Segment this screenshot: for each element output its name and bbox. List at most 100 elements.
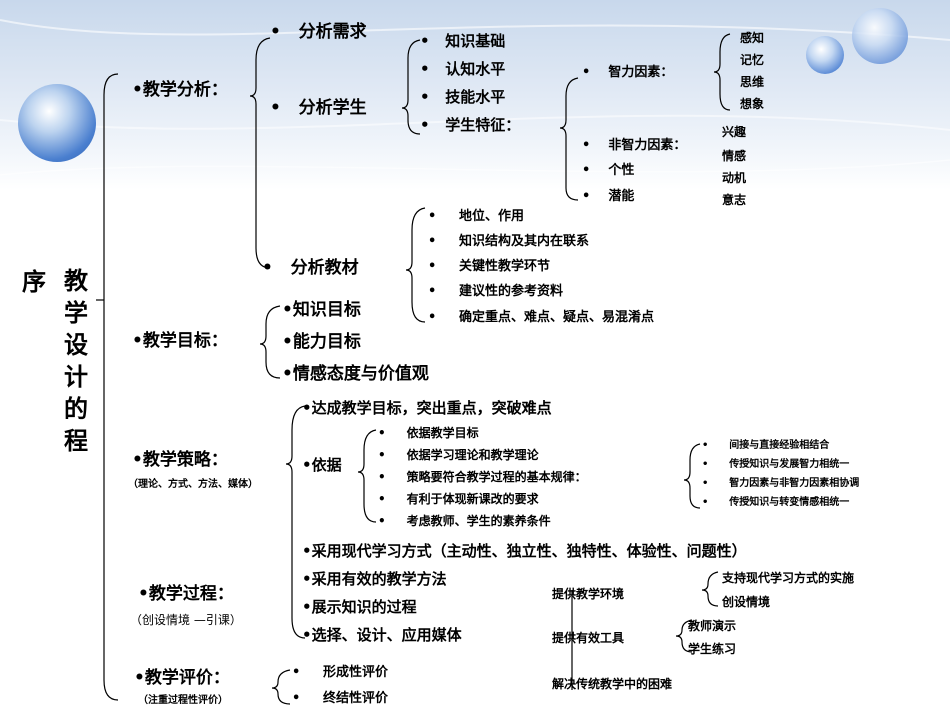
node-analyze-students: • 分析学生 [270, 98, 367, 118]
material-item: • 地位、作用 [428, 209, 524, 224]
goal-item: •知识目标 [282, 300, 361, 320]
background-curves [0, 19, 950, 176]
node-teaching-goals: •教学目标： [132, 331, 228, 351]
strategy-main: •达成教学目标，突出重点，突破难点 [302, 399, 552, 417]
trait-item-label: 潜能 [608, 189, 635, 204]
title-prefix: 序 [22, 268, 46, 296]
basis-item: • 有利于体现新课改的要求 [378, 492, 539, 506]
student-item-label: 技能水平 [445, 88, 506, 106]
tool-item: 教师演示 [688, 619, 737, 633]
header-background [0, 0, 950, 190]
basis-item-label: 依据教学目标 [406, 426, 479, 440]
goal-item: •能力目标 [282, 332, 361, 352]
trait-item: • 智力因素： [582, 65, 674, 80]
media-item: 提供教学环境 [552, 587, 625, 601]
nonintellect-item: 兴趣 [722, 125, 747, 139]
nonintellect-item: 情感 [722, 149, 747, 163]
rule-item-label: 传授知识与转变情感相统一 [729, 497, 850, 508]
student-item: • 知识基础 [420, 32, 506, 50]
node-analyze-students-label: 分析学生 [298, 98, 367, 118]
student-item-label: 知识基础 [445, 32, 506, 50]
rule-item-label: 传授知识与发展智力相统一 [729, 459, 850, 470]
title-char: 学 [64, 299, 88, 327]
evaluation-item-label: 形成性评价 [322, 665, 388, 680]
process-item: •展示知识的过程 [302, 598, 417, 616]
student-item: • 学生特征： [420, 116, 521, 134]
media-item: 解决传统教学中的困难 [552, 677, 673, 691]
trait-item-label: 非智力因素： [608, 138, 687, 153]
trait-item-label: 个性 [608, 163, 635, 178]
blue-orb-corner [852, 8, 908, 64]
student-item-label: 学生特征： [445, 116, 521, 134]
node-analyze-material: • 分析教材 [262, 258, 359, 278]
evaluation-item: • 形成性评价 [292, 665, 388, 680]
material-item: • 建议性的参考资料 [428, 284, 563, 299]
intellect-item: 感知 [740, 31, 765, 45]
intellect-item: 想象 [740, 97, 765, 111]
trait-item: • 个性 [582, 163, 635, 178]
evaluation-note: （注重过程性评价） [138, 695, 228, 706]
title-char: 设 [64, 331, 88, 359]
process-note: （创设情境 —引课） [130, 613, 242, 627]
material-item-label: 关键性教学环节 [458, 259, 550, 274]
material-item: • 关键性教学环节 [428, 259, 550, 274]
node-teaching-strategy: •教学策略： [132, 450, 228, 470]
blue-orb-large [18, 84, 96, 162]
rule-item: • 传授知识与转变情感相统一 [702, 497, 850, 508]
material-item-label: 知识结构及其内在联系 [458, 234, 589, 249]
title-vertical: 教 学 设 计 的 程 [62, 265, 90, 457]
media-item: 提供有效工具 [552, 631, 625, 645]
student-item-label: 认知水平 [445, 60, 506, 78]
node-analyze-needs: • 分析需求 [270, 22, 367, 42]
process-item: •采用有效的教学方法 [302, 570, 447, 588]
node-analyze-needs-label: 分析需求 [298, 22, 367, 42]
trait-item: • 非智力因素： [582, 138, 687, 153]
env-item: 支持现代学习方式的实施 [722, 571, 855, 585]
env-item: 创设情境 [722, 595, 771, 609]
basis-item-label: 考虑教师、学生的素养条件 [406, 514, 551, 528]
process-item: •采用现代学习方式（主动性、独立性、独特性、体验性、问题性） [302, 542, 747, 560]
strategy-note: （理论、方式、方法、媒体） [128, 479, 258, 490]
evaluation-item: • 终结性评价 [292, 691, 388, 706]
material-item: • 知识结构及其内在联系 [428, 234, 589, 249]
basis-item-label: 依据学习理论和教学理论 [406, 448, 539, 462]
title-char: 计 [64, 363, 88, 391]
blue-orb-small [806, 36, 844, 74]
strategy-basis: •依据 [302, 456, 342, 474]
basis-item: • 依据学习理论和教学理论 [378, 448, 539, 462]
nonintellect-item: 意志 [722, 193, 747, 207]
material-item-label: 确定重点、难点、疑点、易混淆点 [458, 310, 654, 325]
title-char: 程 [64, 427, 88, 455]
node-analyze-material-label: 分析教材 [290, 258, 359, 278]
basis-item: • 依据教学目标 [378, 426, 479, 440]
evaluation-item-label: 终结性评价 [322, 691, 388, 706]
title-char: 的 [64, 395, 88, 423]
student-item: • 认知水平 [420, 60, 506, 78]
rule-item: • 传授知识与发展智力相统一 [702, 459, 850, 470]
rule-item: • 智力因素与非智力因素相协调 [702, 478, 860, 489]
node-teaching-analysis: •教学分析： [132, 80, 228, 100]
intellect-item: 思维 [740, 75, 765, 89]
basis-item-label: 有利于体现新课改的要求 [406, 492, 539, 506]
student-item: • 技能水平 [420, 88, 506, 106]
material-item-label: 地位、作用 [458, 209, 524, 224]
intellect-item: 记忆 [740, 53, 765, 67]
title-char: 教 [64, 267, 88, 295]
material-item-label: 建议性的参考资料 [458, 284, 563, 299]
goal-item: •情感态度与价值观 [282, 364, 429, 384]
basis-item: • 策略要符合教学过程的基本规律： [378, 470, 587, 484]
rule-item-label: 智力因素与非智力因素相协调 [729, 478, 860, 489]
process-item: •选择、设计、应用媒体 [302, 626, 462, 644]
nonintellect-item: 动机 [722, 171, 747, 185]
rule-item: • 间接与直接经验相结合 [702, 440, 830, 451]
node-teaching-evaluation: •教学评价： [134, 668, 230, 688]
node-teaching-process: •教学过程： [138, 584, 234, 604]
basis-item: • 考虑教师、学生的素养条件 [378, 514, 551, 528]
trait-item-label: 智力因素： [608, 65, 674, 80]
material-item: • 确定重点、难点、疑点、易混淆点 [428, 310, 654, 325]
rule-item-label: 间接与直接经验相结合 [729, 440, 830, 451]
tool-item: 学生练习 [688, 642, 737, 656]
trait-item: • 潜能 [582, 189, 635, 204]
basis-item-label: 策略要符合教学过程的基本规律： [406, 470, 587, 484]
